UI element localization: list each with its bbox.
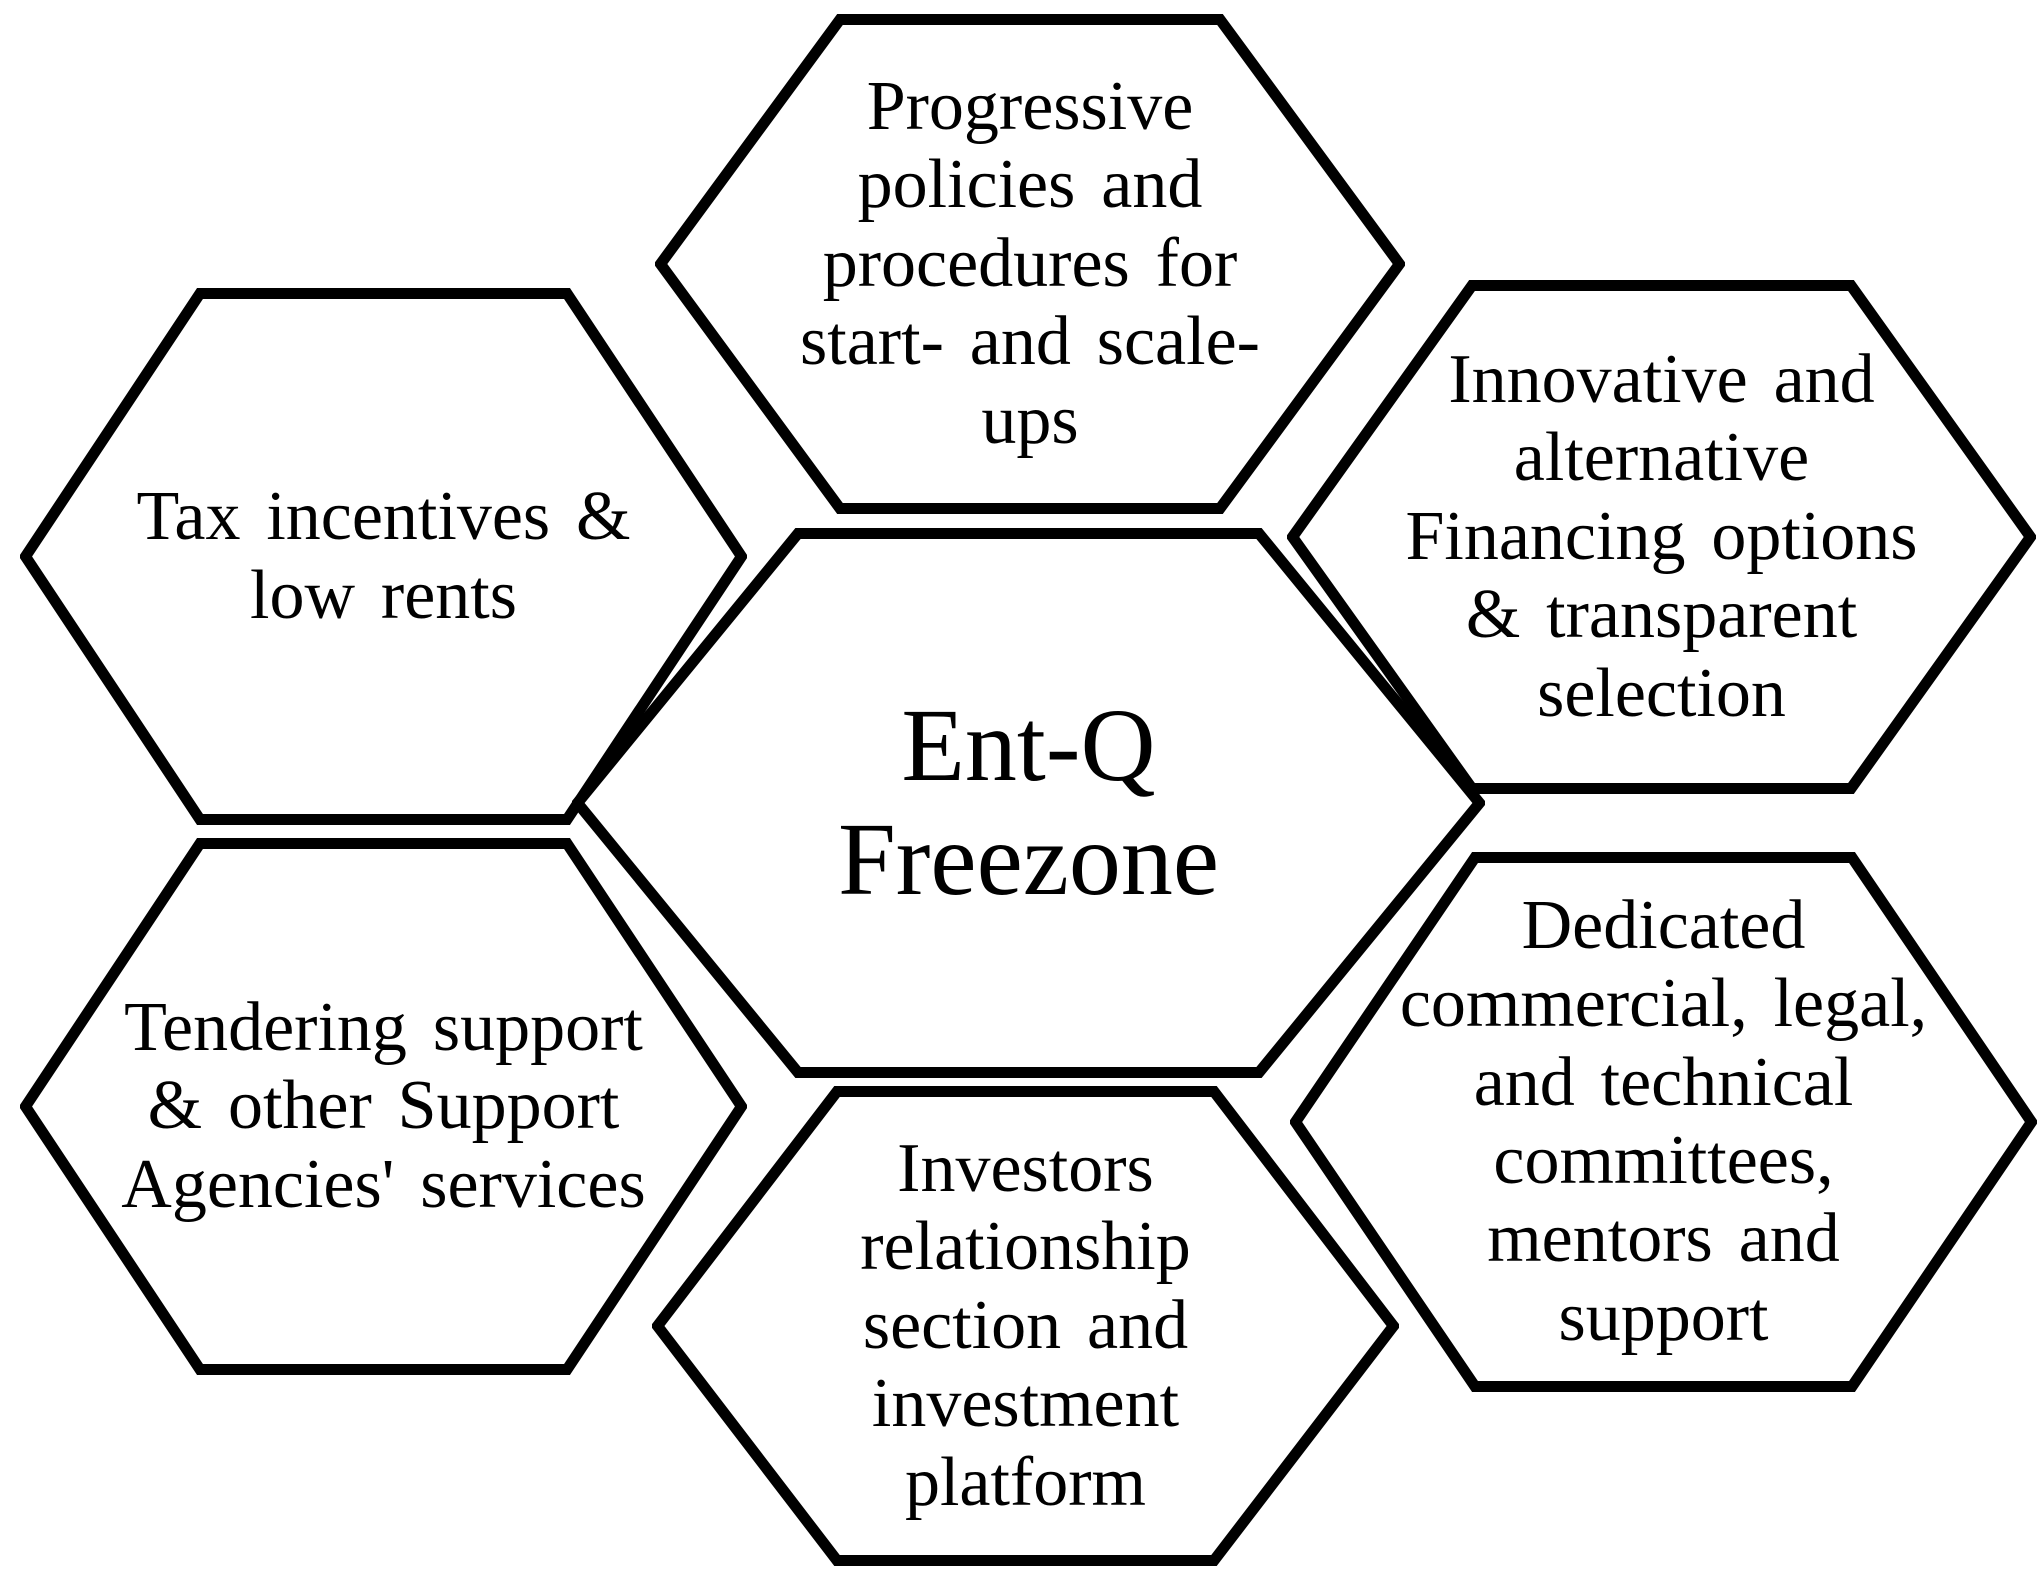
- hexagon-top: Progressive policies and procedures for …: [655, 14, 1405, 514]
- hexagon-label-bottom: Investors relationship section and inves…: [860, 1130, 1191, 1521]
- hexagon-shape: [572, 528, 1485, 1078]
- hexagon-bottom-right: Dedicated commercial, legal, and technic…: [1290, 852, 2037, 1392]
- hexagon-shape: [1287, 280, 2036, 794]
- hexagon-label-top: Progressive policies and procedures for …: [800, 68, 1260, 459]
- hexagon-shape: [20, 838, 747, 1375]
- hexagon-label-bottom-left: Tendering support & other Support Agenci…: [121, 988, 646, 1223]
- hexagon-shape: [652, 1086, 1399, 1566]
- hexagon-top-right: Innovative and alternative Financing opt…: [1287, 280, 2036, 794]
- hexagon-label-top-left: Tax incentives & low rents: [136, 478, 631, 634]
- hexagon-shape: [20, 288, 747, 825]
- hexagon-top-left: Tax incentives & low rents: [20, 288, 747, 825]
- hexagon-shape: [655, 14, 1405, 514]
- hexagon-bottom: Investors relationship section and inves…: [652, 1086, 1399, 1566]
- hexagon-bottom-left: Tendering support & other Support Agenci…: [20, 838, 747, 1375]
- hexagon-shape: [1290, 852, 2037, 1392]
- hexagon-label-center: Ent-Q Freezone: [837, 687, 1220, 917]
- hexagon-label-top-right: Innovative and alternative Financing opt…: [1405, 341, 1918, 732]
- hexagon-label-bottom-right: Dedicated commercial, legal, and technic…: [1399, 886, 1928, 1356]
- hexagon-center: Ent-Q Freezone: [572, 528, 1485, 1078]
